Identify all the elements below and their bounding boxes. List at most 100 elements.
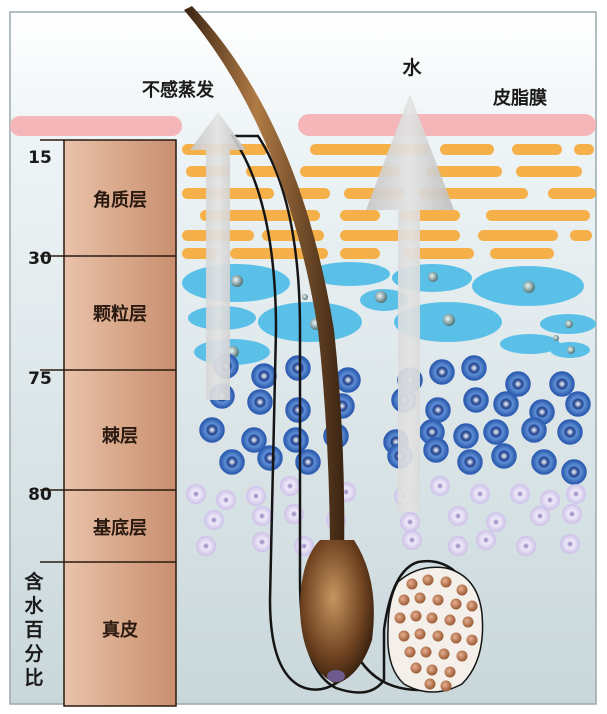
basal-cell bbox=[400, 512, 420, 532]
spinous-cell bbox=[464, 388, 488, 412]
spinous-cell bbox=[562, 460, 586, 484]
sebaceous-cell bbox=[433, 595, 444, 606]
spinous-cell bbox=[532, 450, 556, 474]
spinous-cell bbox=[424, 438, 448, 462]
spinous-cell bbox=[458, 450, 482, 474]
basal-cell bbox=[204, 510, 224, 530]
sebaceous-cell bbox=[451, 599, 462, 610]
corneum-bar bbox=[548, 188, 596, 199]
sebum-film-label: 皮脂膜 bbox=[493, 87, 547, 109]
water-percent-tick: 15 bbox=[28, 148, 52, 168]
basal-cell bbox=[530, 506, 550, 526]
sebaceous-cell bbox=[441, 577, 452, 588]
basal-cell bbox=[448, 536, 468, 556]
water-percent-tick: 75 bbox=[28, 369, 52, 389]
spinous-cell bbox=[454, 424, 478, 448]
basal-cell bbox=[280, 476, 300, 496]
corneum-bar bbox=[340, 248, 380, 259]
spinous-cell bbox=[522, 418, 546, 442]
insensible-evaporation-label: 不感蒸发 bbox=[142, 79, 215, 101]
sebaceous-cell bbox=[421, 647, 432, 658]
hair-papilla bbox=[327, 670, 345, 682]
basal-cell bbox=[510, 484, 530, 504]
corneum-bar bbox=[570, 230, 592, 241]
basal-cell bbox=[560, 534, 580, 554]
sebaceous-cell bbox=[457, 651, 468, 662]
water-percent-tick: 30 bbox=[28, 249, 52, 269]
water-percent-caption-char: 百 bbox=[24, 619, 43, 641]
basal-cell bbox=[252, 532, 272, 552]
spinous-cell bbox=[258, 446, 282, 470]
basal-cell bbox=[486, 512, 506, 532]
sebaceous-cell bbox=[399, 631, 410, 642]
corneum-bar bbox=[440, 144, 494, 155]
sebaceous-cell bbox=[395, 613, 406, 624]
spinous-cell bbox=[566, 392, 590, 416]
corneum-bar bbox=[490, 248, 554, 259]
sebaceous-cell bbox=[451, 633, 462, 644]
granular-nucleus bbox=[553, 335, 559, 341]
sebaceous-cell bbox=[445, 667, 456, 678]
sebaceous-cell bbox=[415, 629, 426, 640]
sebaceous-cell bbox=[415, 593, 426, 604]
granular-nucleus bbox=[375, 291, 387, 303]
basal-cell bbox=[562, 504, 582, 524]
layer-label-dermis: 真皮 bbox=[102, 619, 138, 641]
basal-cell bbox=[196, 536, 216, 556]
basal-cell bbox=[470, 484, 490, 504]
sebaceous-cell bbox=[463, 617, 474, 628]
basal-cell bbox=[430, 476, 450, 496]
spinous-cell bbox=[484, 420, 508, 444]
sebaceous-cell bbox=[405, 647, 416, 658]
granular-nucleus bbox=[523, 281, 535, 293]
water-percent-caption-char: 水 bbox=[24, 595, 44, 617]
sebaceous-cell bbox=[423, 575, 434, 586]
corneum-bar bbox=[574, 144, 594, 155]
layer-label-corneum: 角质层 bbox=[93, 189, 147, 211]
granular-cell bbox=[258, 302, 362, 342]
corneum-bar bbox=[478, 230, 558, 241]
water-percent-caption-char: 分 bbox=[24, 643, 43, 665]
granular-nucleus bbox=[443, 314, 455, 326]
granular-nucleus bbox=[428, 272, 438, 282]
sebaceous-cell bbox=[411, 663, 422, 674]
basal-cell bbox=[476, 530, 496, 550]
basal-cell bbox=[402, 530, 422, 550]
corneum-bar bbox=[340, 210, 380, 221]
water-percent-caption-char: 比 bbox=[24, 667, 43, 689]
sebaceous-cell bbox=[425, 679, 436, 690]
sebaceous-cell bbox=[427, 665, 438, 676]
spinous-cell bbox=[286, 356, 310, 380]
layer-label-granular: 颗粒层 bbox=[93, 303, 147, 325]
layer-label-basal: 基底层 bbox=[92, 517, 147, 539]
spinous-cell bbox=[426, 398, 450, 422]
sebaceous-cell bbox=[441, 681, 452, 692]
spinous-cell bbox=[492, 444, 516, 468]
corneum-bar bbox=[486, 210, 590, 221]
basal-cell bbox=[516, 536, 536, 556]
spinous-cell bbox=[430, 360, 454, 384]
basal-cell bbox=[566, 484, 586, 504]
sebum-film-left bbox=[10, 116, 182, 136]
spinous-cell bbox=[550, 372, 574, 396]
spinous-cell bbox=[200, 418, 224, 442]
sebaceous-cell bbox=[407, 579, 418, 590]
spinous-cell bbox=[248, 390, 272, 414]
spinous-cell bbox=[558, 420, 582, 444]
spinous-cell bbox=[462, 356, 486, 380]
sebaceous-cell bbox=[433, 631, 444, 642]
sebaceous-cell bbox=[411, 611, 422, 622]
sebaceous-cell bbox=[439, 649, 450, 660]
basal-cell bbox=[216, 490, 236, 510]
spinous-cell bbox=[220, 450, 244, 474]
water-label: 水 bbox=[402, 57, 422, 79]
basal-cell bbox=[246, 486, 266, 506]
sebaceous-cell bbox=[399, 595, 410, 606]
spinous-cell bbox=[284, 428, 308, 452]
sebaceous-cell bbox=[467, 635, 478, 646]
water-percent-caption-char: 含 bbox=[24, 570, 44, 593]
layer-label-spinous: 棘层 bbox=[102, 425, 138, 447]
spinous-cell bbox=[252, 364, 276, 388]
spinous-cell bbox=[286, 398, 310, 422]
